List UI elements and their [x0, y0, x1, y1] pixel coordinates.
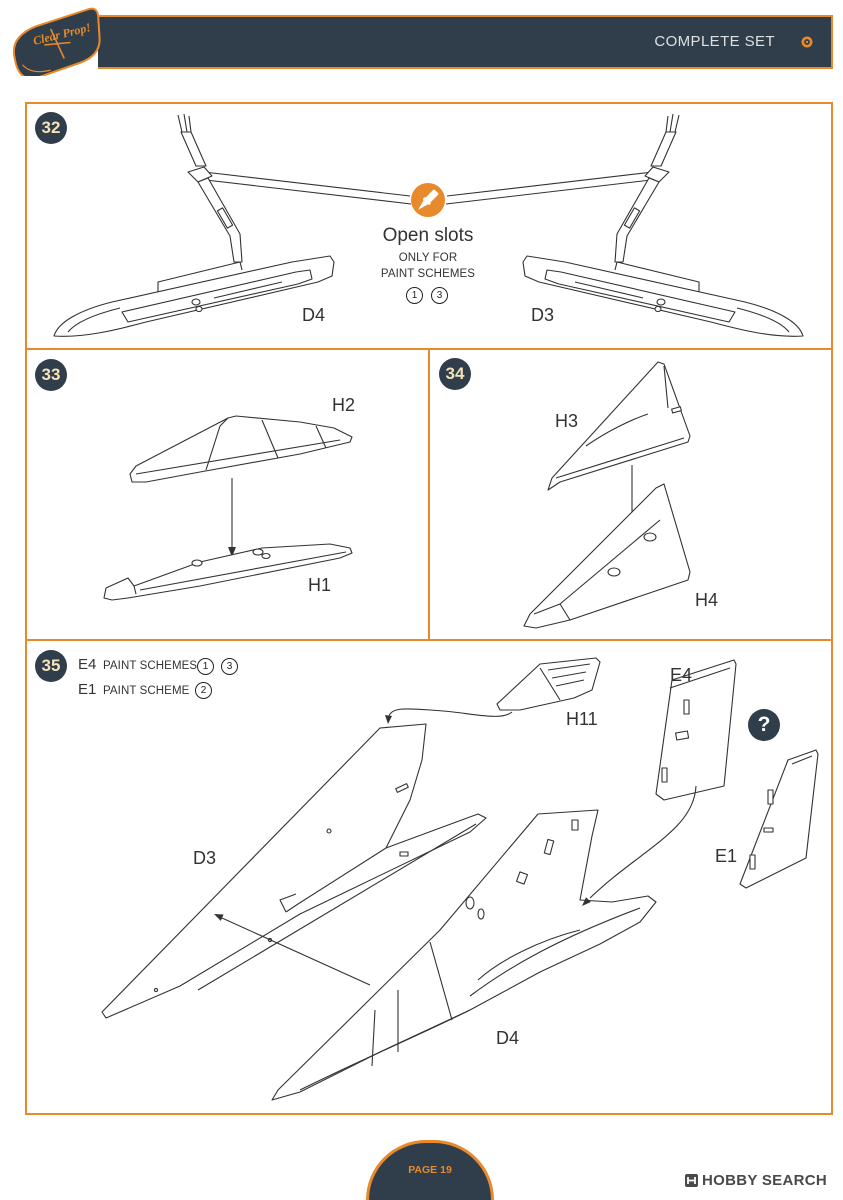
paint-scheme-badge: 1	[197, 658, 214, 675]
paint-scheme-badge: 1	[406, 287, 423, 304]
part-label-h3: H3	[555, 411, 579, 431]
arrow-e4-to-d4	[582, 786, 696, 906]
part-h2-drawing	[130, 416, 352, 482]
step-number-35: 35	[35, 650, 67, 682]
step-number-33: 33	[35, 359, 67, 391]
page-number: PAGE 19	[408, 1164, 452, 1176]
header-title: COMPLETE SET	[654, 33, 775, 50]
hobby-knife-icon	[411, 183, 445, 217]
part-h1-drawing	[104, 544, 352, 600]
part-label-d4-fuselage: D4	[496, 1028, 520, 1048]
open-slots-title: Open slots	[382, 225, 474, 246]
paint-scheme-badge: 3	[221, 658, 238, 675]
part-label-d3-wing: D3	[193, 848, 217, 868]
instruction-frame	[25, 102, 833, 1115]
legend-text-e4: PAINT SCHEMES	[103, 660, 198, 672]
part-d4-fuselage-drawing	[272, 810, 656, 1100]
part-h4-drawing	[524, 484, 690, 628]
part-e1-drawing	[740, 750, 818, 888]
part-d3-wing-drawing	[102, 724, 486, 1018]
divider-33-34	[428, 349, 430, 640]
part-h3-drawing	[548, 362, 690, 490]
clear-prop-logo	[12, 7, 101, 76]
arrow-d4-to-d3	[214, 914, 370, 985]
paint-scheme-badge: 2	[195, 682, 212, 699]
header-bar	[98, 15, 833, 69]
question-icon: ?	[748, 709, 780, 741]
legend-part-e4: E4	[78, 656, 97, 673]
part-h11-drawing	[497, 658, 600, 710]
part-e4-drawing	[656, 660, 736, 800]
legend-text-e1: PAINT SCHEME	[103, 685, 190, 697]
divider-35	[25, 639, 833, 641]
part-label-h4: H4	[695, 590, 719, 610]
arrow-h11-to-d3	[385, 709, 512, 724]
part-label-h11: H11	[566, 709, 598, 729]
step-number-34: 34	[439, 358, 471, 390]
arrow-h2-to-h1	[228, 478, 236, 557]
hobby-search-logo-icon	[685, 1174, 698, 1187]
part-label-d4: D4	[302, 305, 326, 325]
paint-schemes-text: PAINT SCHEMES	[380, 268, 476, 280]
watermark-text: HOBBY SEARCH	[702, 1172, 828, 1189]
part-label-e4: E4	[670, 665, 693, 685]
paint-scheme-badge: 3	[431, 287, 448, 304]
part-label-e1: E1	[715, 846, 738, 866]
part-label-h2: H2	[332, 395, 356, 415]
gear-icon	[801, 36, 813, 48]
step-number-32: 32	[35, 112, 67, 144]
only-for-text: ONLY FOR	[398, 252, 458, 264]
legend-part-e1: E1	[78, 681, 97, 698]
part-label-d3: D3	[531, 305, 555, 325]
part-label-h1: H1	[308, 575, 332, 595]
